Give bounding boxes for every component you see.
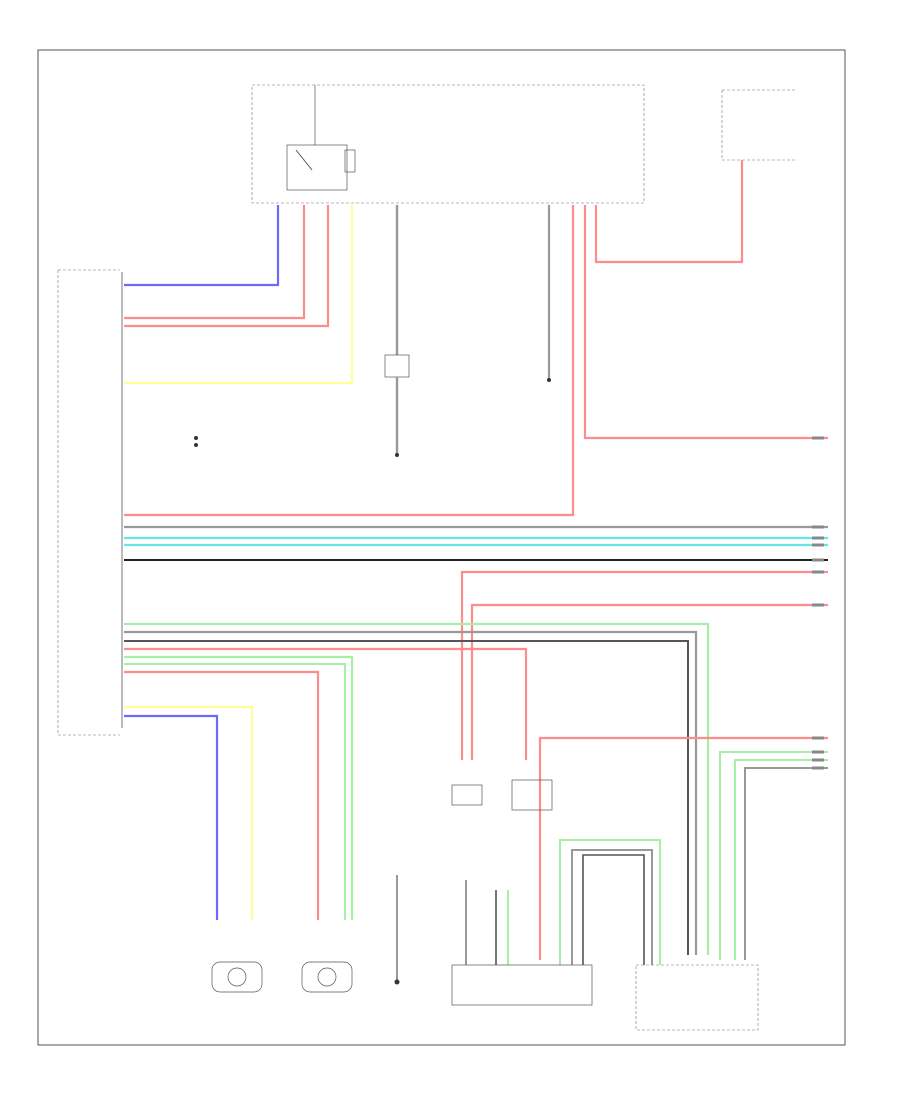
wire-end-markers (812, 436, 824, 770)
wire-end-marker (812, 570, 824, 574)
ecm-wire-dark (124, 640, 689, 955)
wire-end-marker (812, 525, 824, 529)
wire-end-marker (812, 736, 824, 740)
relay-wire-blue (124, 205, 280, 287)
ground-icon (394, 875, 400, 985)
ecm-wire-green-2 (124, 655, 354, 920)
ecm-wire-red-3 (124, 647, 528, 760)
sensor-icon (211, 961, 263, 993)
wire-end-marker (812, 558, 824, 562)
relay-switch-icon (286, 144, 356, 191)
red-wire-to-right-1 (583, 205, 828, 440)
ecm-wire-gray-1 (124, 630, 698, 955)
mid-connector-wires (465, 839, 661, 965)
red-wire-right-lower (538, 736, 828, 960)
relay-wire-red-1 (124, 205, 306, 320)
red-wire-down-1 (460, 570, 828, 760)
sensor-icon-2 (301, 961, 353, 993)
wire-end-marker (812, 758, 824, 762)
bus-wires (124, 525, 828, 561)
center-gray-wires (547, 205, 551, 382)
red-wire-down-2 (470, 603, 828, 760)
relay-wire-yellow (124, 205, 354, 385)
ground-dots (194, 436, 198, 447)
wire-end-marker (812, 436, 824, 440)
wire-end-marker (812, 543, 824, 547)
switch-module-box (451, 964, 593, 1006)
connector-icon (511, 779, 553, 811)
ecm-wire-green-1 (124, 622, 710, 955)
wire-end-marker (812, 766, 824, 770)
ecu-box-right (635, 964, 759, 1031)
ecm-box (57, 269, 120, 736)
relay-ground-wire (384, 205, 410, 457)
wire-end-marker (812, 536, 824, 540)
wire-end-marker (812, 603, 824, 607)
ecm-wire-red-4 (124, 670, 320, 920)
fuse-block-right (721, 89, 796, 161)
connector-icon-2 (451, 784, 483, 806)
relay-box (251, 84, 645, 204)
ecm-wire-blue-2 (124, 714, 219, 920)
wire-end-marker (812, 750, 824, 754)
ecm-wire-yellow-2 (124, 705, 254, 920)
red-wire-to-ecm (124, 205, 575, 517)
right-green-wires (719, 751, 828, 960)
relay-wire-red-2 (124, 205, 330, 328)
page-frame (37, 49, 846, 1046)
fuse-red-wire (594, 160, 744, 264)
ecm-wire-green-3 (124, 663, 346, 920)
